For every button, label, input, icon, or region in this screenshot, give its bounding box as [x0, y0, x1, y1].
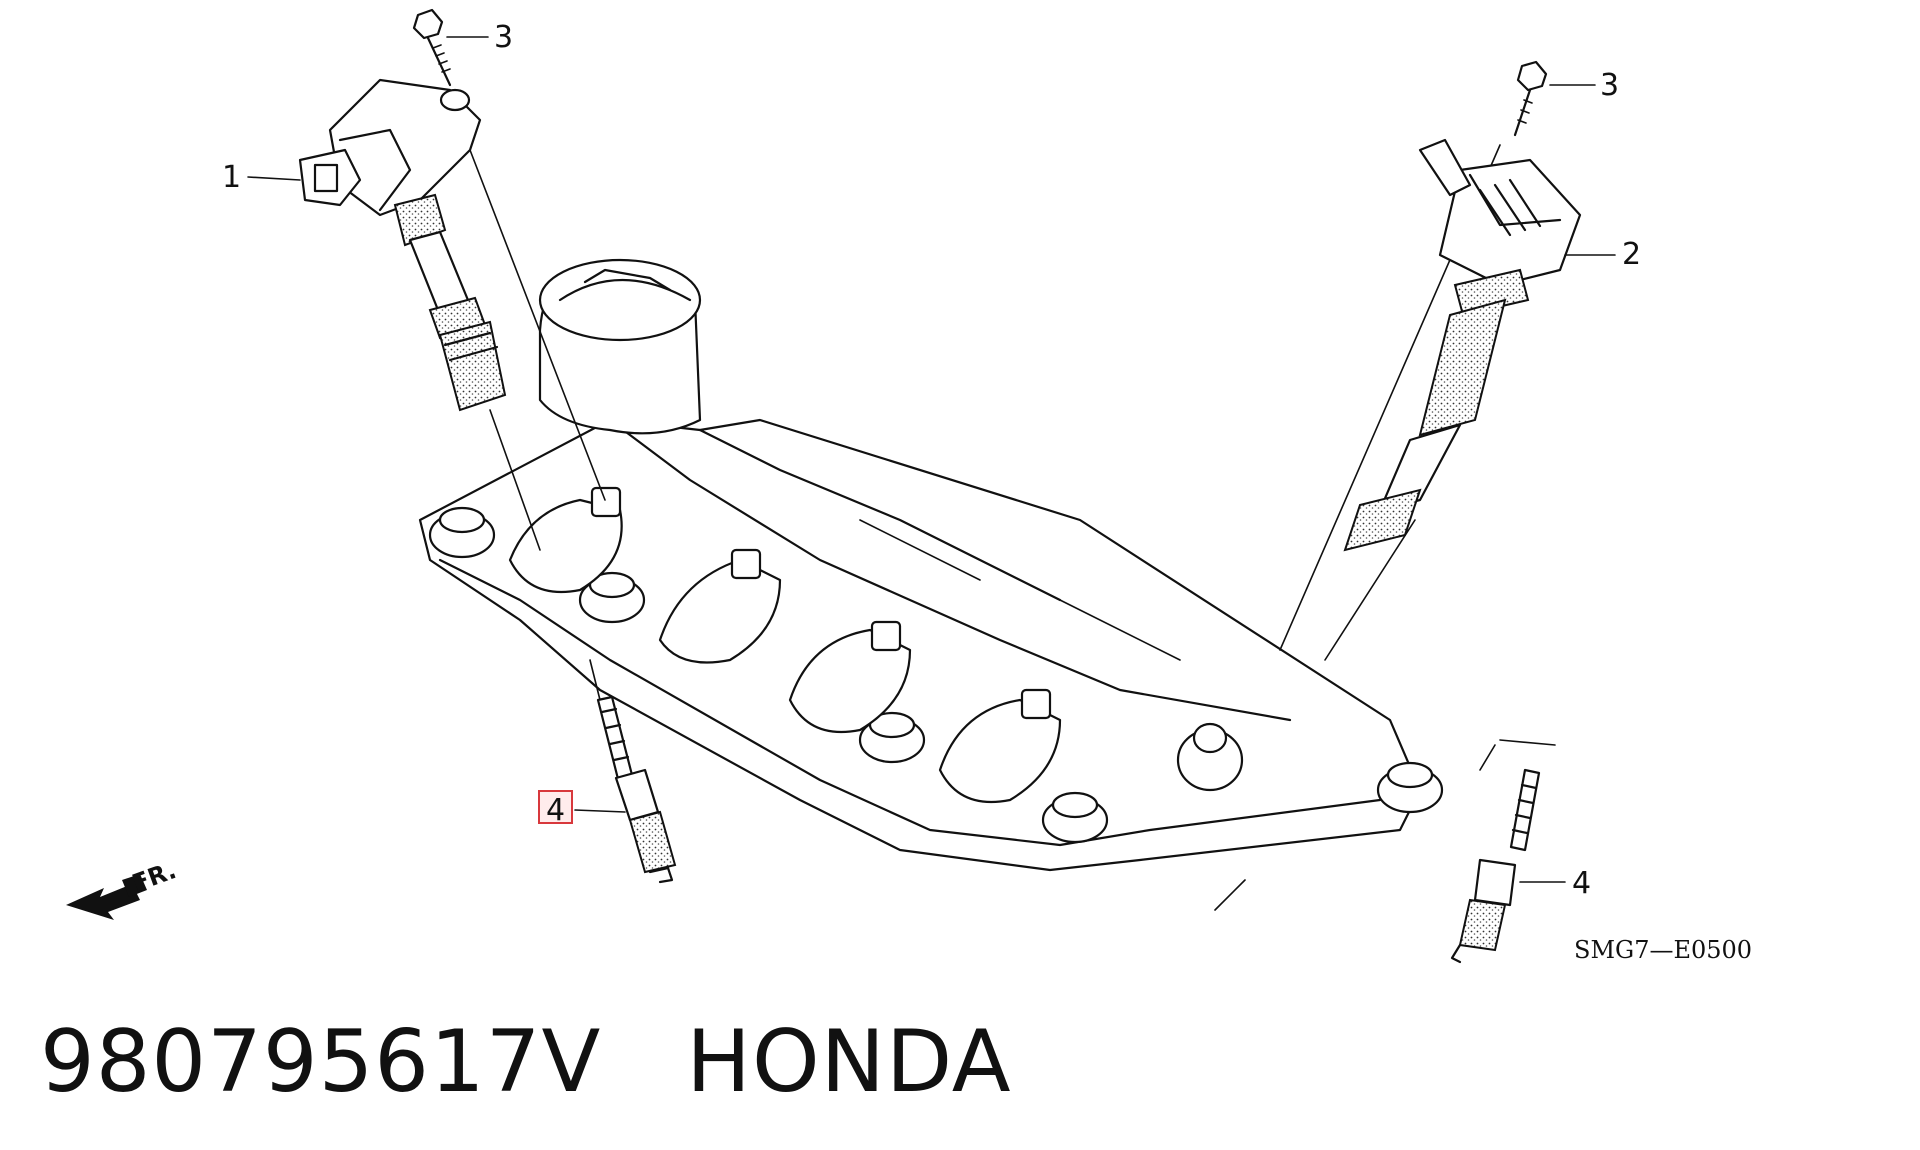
mount-bosses [428, 506, 1444, 844]
part-caption: 980795617V HONDA [40, 1012, 1012, 1112]
ignition-coil-rear [298, 78, 507, 412]
brand-name: HONDA [686, 1012, 1012, 1112]
valve-cover [418, 258, 1444, 872]
bolt-right [1513, 60, 1548, 137]
callout-3-right: 3 [1600, 68, 1619, 103]
callout-4-left: 4 [546, 793, 565, 828]
callout-3-left: 3 [494, 20, 513, 55]
spark-plug-left [596, 695, 677, 884]
spark-plug-right [1450, 768, 1541, 964]
callout-1: 1 [222, 160, 241, 195]
front-direction-label: FR. [128, 856, 179, 898]
callout-2: 2 [1622, 237, 1641, 272]
callouts: 1 2 3 3 4 4 [222, 20, 1641, 901]
diagram-code: SMG7—E0500 [1574, 936, 1752, 964]
ignition-coil-front [1343, 138, 1582, 552]
callout-4-right: 4 [1572, 866, 1591, 901]
front-direction-arrow: FR. [66, 856, 180, 920]
part-number: 980795617V [40, 1012, 602, 1112]
bolt-left [412, 8, 452, 87]
plug-wells [508, 486, 1062, 804]
callout-4-highlight [538, 790, 573, 824]
